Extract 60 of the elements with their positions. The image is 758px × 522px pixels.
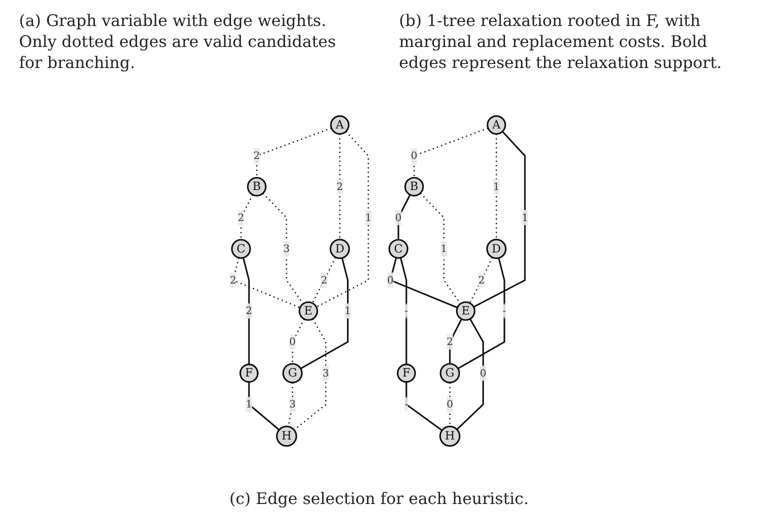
- edge-label: 2: [336, 180, 344, 192]
- edge-label: 2: [320, 274, 328, 286]
- connector: [316, 131, 369, 308]
- edge-label: 2: [238, 211, 244, 224]
- node-circle: B: [247, 176, 267, 196]
- edge-label: 1: [493, 180, 500, 192]
- node-circle: G: [282, 363, 303, 384]
- connector: [339, 134, 340, 240]
- edge-label: 0: [446, 398, 454, 410]
- node-circle: H: [439, 426, 460, 447]
- edge-label: 0: [395, 211, 402, 224]
- node-circle: D: [330, 238, 350, 260]
- node-circle: C: [231, 238, 251, 259]
- connector: [456, 318, 484, 430]
- edge-label: 1: [344, 304, 352, 317]
- connector: [449, 382, 450, 426]
- node-circle: B: [404, 176, 424, 196]
- connector: [248, 382, 280, 430]
- connector: [242, 258, 250, 364]
- node-circle: A: [486, 115, 506, 135]
- panel-caption: (a) Graph variable with edge weights. Only dotted edges are valid candidates for branching.: [19, 10, 337, 73]
- edge-label: -: [502, 304, 506, 317]
- node-circle: C: [388, 238, 408, 259]
- edge-label: 0: [410, 149, 418, 162]
- edge-label: 1: [522, 211, 528, 224]
- edge-label: 2: [446, 336, 454, 348]
- node-circle: A: [330, 115, 350, 135]
- figure-caption: (c) Edge selection for each heuristic.: [229, 489, 529, 508]
- node-circle: F: [396, 364, 416, 383]
- connector: [469, 257, 493, 304]
- edge-label: 0: [387, 274, 394, 286]
- edge-label: 1: [440, 242, 448, 255]
- node-circle: E: [298, 301, 318, 321]
- connector: [473, 130, 526, 308]
- node-circle: D: [486, 238, 507, 260]
- connector: [292, 318, 305, 364]
- edge-label: -: [404, 398, 408, 410]
- node-circle: E: [456, 301, 476, 321]
- edge-label: 1: [246, 398, 252, 410]
- edge-label: 3: [283, 242, 290, 255]
- connector: [312, 256, 336, 304]
- connector: [398, 194, 411, 240]
- edge-label: 2: [230, 274, 236, 286]
- edge-label: 2: [254, 149, 260, 162]
- edge-label: 3: [322, 366, 330, 379]
- edge-label: 2: [478, 274, 485, 286]
- node-circle: F: [239, 364, 259, 383]
- node-circle: H: [276, 426, 298, 447]
- edge-label: 2: [246, 304, 252, 317]
- edge-label: 0: [289, 336, 296, 348]
- edge-label: 1: [365, 211, 372, 224]
- edge-label: 0: [480, 366, 486, 379]
- edge-label: 3: [289, 398, 296, 410]
- node-circle: G: [440, 363, 460, 384]
- edge-label: -: [404, 304, 408, 317]
- panel-caption: (b) 1-tree relaxation rooted in F, with marginal and replacement costs. Bold edges represent the relaxation support.: [399, 10, 723, 73]
- connector: [300, 258, 349, 370]
- connector: [232, 258, 300, 308]
- connector: [496, 134, 498, 240]
- connector: [389, 258, 458, 308]
